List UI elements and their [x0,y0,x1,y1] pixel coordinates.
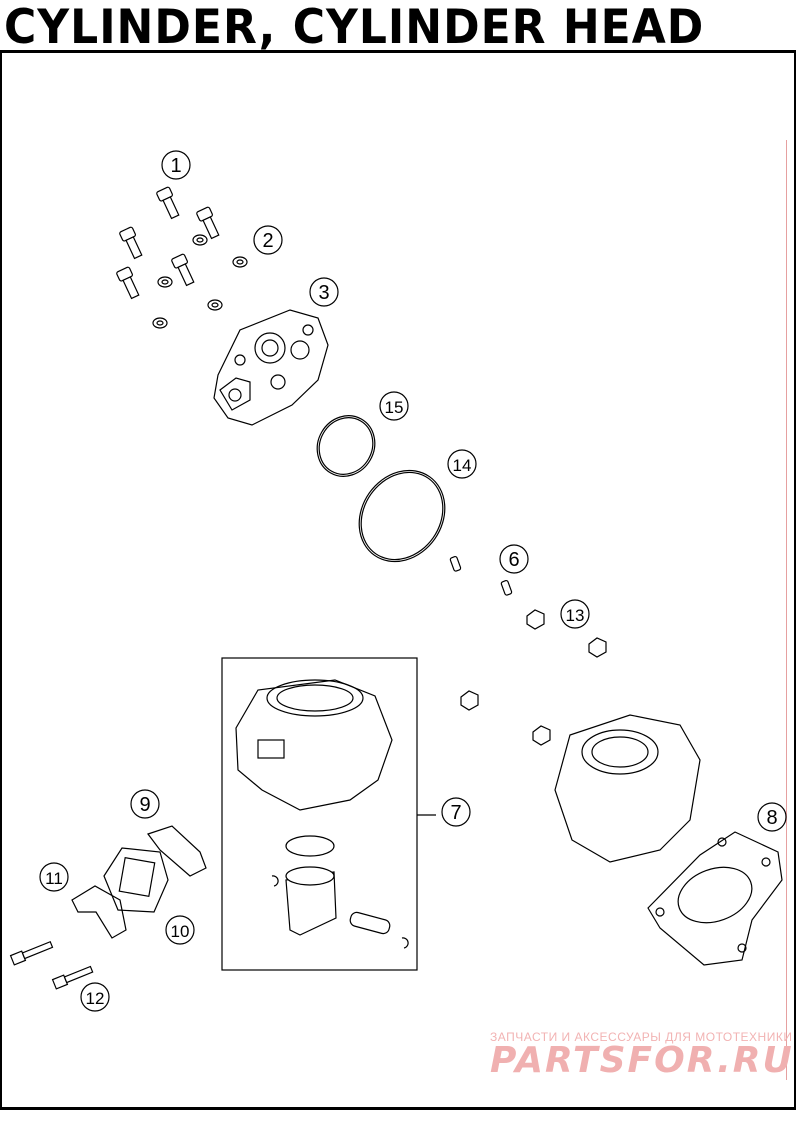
page-title: CYLINDER, CYLINDER HEAD [4,0,705,55]
diagram-frame [0,50,796,1110]
callout-circle [309,277,339,307]
callout-14: 14 [453,456,472,475]
callout-13: 13 [566,606,585,625]
intake-flange-parts [9,825,207,990]
flange-nuts [460,609,607,746]
callout-3: 3 [318,282,329,304]
callout-circle [441,797,471,827]
callout-markers [39,150,787,1012]
callout-10: 10 [171,922,190,941]
callout-circle [80,982,110,1012]
callout-circle [757,802,787,832]
callout-circle [130,789,160,819]
watermark-brand: PARTSFOR.RU [490,1040,794,1081]
callout-11: 11 [45,869,63,888]
callout-1: 1 [170,155,181,177]
cylinder [554,714,701,863]
cylinder-head-bolts [116,186,220,300]
callout-circle [560,599,590,629]
o-rings [316,415,446,563]
callout-circle [253,225,283,255]
callout-12: 12 [86,989,105,1008]
callout-circle [447,449,477,479]
callout-circle [165,915,195,945]
washers [152,234,248,329]
cylinder-kit [221,657,436,971]
callout-circle [499,544,529,574]
cylinder-head [213,309,329,426]
callout-7: 7 [450,802,461,824]
callout-8: 8 [766,807,777,829]
base-gasket [647,831,783,966]
callout-2: 2 [262,230,273,252]
callout-circle [39,862,69,892]
callout-circle [379,391,409,421]
callout-9: 9 [139,794,150,816]
margin-line [786,140,787,1080]
dowel-pins [449,556,513,596]
callout-15: 15 [385,398,404,417]
callout-circle [161,150,191,180]
callout-6: 6 [508,549,519,571]
watermark-tagline: ЗАПЧАСТИ И АКСЕССУАРЫ ДЛЯ МОТОТЕХНИКИ [490,1030,793,1044]
